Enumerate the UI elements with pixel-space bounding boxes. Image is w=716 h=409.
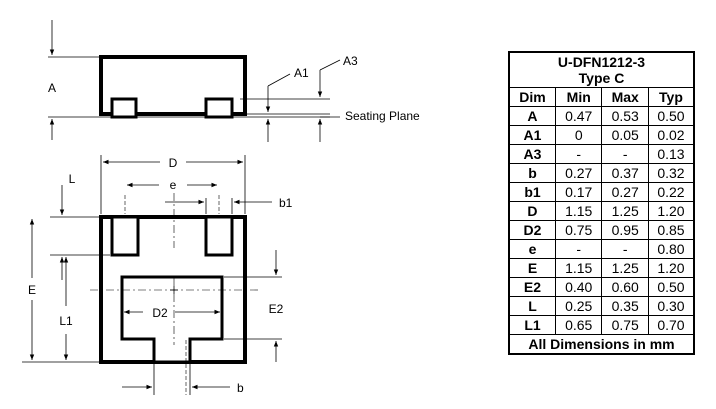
dim-name-cell: L1	[508, 315, 556, 335]
dim-value-cell: 1.20	[647, 258, 695, 278]
dim-D-label: D	[169, 156, 178, 170]
dim-name-cell: A1	[508, 125, 556, 145]
dim-value-cell: 0.65	[554, 315, 603, 335]
dim-name-cell: L	[508, 296, 556, 316]
dim-value-cell: 0.75	[554, 220, 603, 240]
dim-value-cell: 0.25	[554, 296, 603, 316]
dim-A-label: A	[48, 81, 56, 95]
column-header: Min	[554, 87, 603, 107]
dim-value-cell: 1.25	[601, 258, 649, 278]
center-pad	[120, 275, 224, 364]
dim-value-cell: 1.15	[554, 258, 603, 278]
dim-value-cell: -	[601, 144, 649, 164]
side-view-right-terminal	[204, 97, 234, 119]
dim-b-label: b	[237, 381, 244, 395]
pad-left	[110, 215, 140, 257]
dim-value-cell: 0.50	[647, 106, 695, 126]
bottom-view: D e b1 L E L1 D2 E2	[22, 155, 293, 395]
column-header: Dim	[508, 87, 556, 107]
column-header: Max	[601, 87, 649, 107]
dim-b1-label: b1	[279, 196, 293, 210]
dim-value-cell: 0.22	[647, 182, 695, 202]
dim-name-cell: E2	[508, 277, 556, 297]
dim-value-cell: 0.35	[601, 296, 649, 316]
dim-value-cell: 0.95	[601, 220, 649, 240]
dim-value-cell: 0.40	[554, 277, 603, 297]
table-row: A3--0.13	[508, 144, 695, 164]
dim-value-cell: 0.17	[554, 182, 603, 202]
dim-value-cell: 0.05	[601, 125, 649, 145]
dim-value-cell: 0.75	[601, 315, 649, 335]
dim-value-cell: 0.13	[647, 144, 695, 164]
dim-name-cell: A	[508, 106, 556, 126]
dim-value-cell: 0.80	[647, 239, 695, 259]
dim-name-cell: e	[508, 239, 556, 259]
pad-right	[204, 215, 234, 257]
dim-value-cell: -	[554, 239, 603, 259]
dim-name-cell: D	[508, 201, 556, 221]
dim-name-cell: b1	[508, 182, 556, 202]
dim-E2-label: E2	[269, 302, 284, 316]
side-view-left-terminal	[110, 97, 138, 119]
dim-name-cell: D2	[508, 220, 556, 240]
dim-value-cell: 0.50	[647, 277, 695, 297]
dim-value-cell: 0.02	[647, 125, 695, 145]
table-header-row: Dim Min Max Typ	[508, 87, 695, 107]
dim-value-cell: 1.20	[647, 201, 695, 221]
dim-name-cell: b	[508, 163, 556, 183]
dim-value-cell: 0.85	[647, 220, 695, 240]
dim-value-cell: 0.27	[601, 182, 649, 202]
dim-value-cell: 0.70	[647, 315, 695, 335]
package-type: Type C	[578, 70, 625, 86]
dim-A3-label: A3	[343, 54, 358, 68]
side-view: A A1 A3 Seating Plane	[48, 20, 420, 142]
side-view-body	[99, 55, 247, 116]
dim-L-label: L	[69, 172, 76, 186]
dim-value-cell: 0.37	[601, 163, 649, 183]
dim-value-cell: 0.47	[554, 106, 603, 126]
dim-value-cell: 0.32	[647, 163, 695, 183]
dim-value-cell: 0.30	[647, 296, 695, 316]
table-footer: All Dimensions in mm	[508, 334, 695, 355]
dim-A1-label: A1	[294, 66, 309, 80]
dim-value-cell: -	[554, 144, 603, 164]
dim-value-cell: 0	[554, 125, 603, 145]
dim-value-cell: 1.15	[554, 201, 603, 221]
dim-E-label: E	[28, 283, 36, 297]
table-row: e--0.80	[508, 239, 695, 259]
dim-L1-label: L1	[59, 314, 73, 328]
table-title: U-DFN1212-3 Type C	[508, 51, 695, 88]
dim-name-cell: A3	[508, 144, 556, 164]
dim-value-cell: 0.60	[601, 277, 649, 297]
dim-value-cell: -	[601, 239, 649, 259]
dim-e-label: e	[170, 178, 177, 192]
column-header: Typ	[647, 87, 695, 107]
package-name: U-DFN1212-3	[557, 54, 646, 70]
dim-name-cell: E	[508, 258, 556, 278]
dim-value-cell: 0.53	[601, 106, 649, 126]
dim-value-cell: 0.27	[554, 163, 603, 183]
seating-plane-label: Seating Plane	[345, 109, 420, 123]
dim-value-cell: 1.25	[601, 201, 649, 221]
dim-D2-label: D2	[152, 306, 168, 320]
